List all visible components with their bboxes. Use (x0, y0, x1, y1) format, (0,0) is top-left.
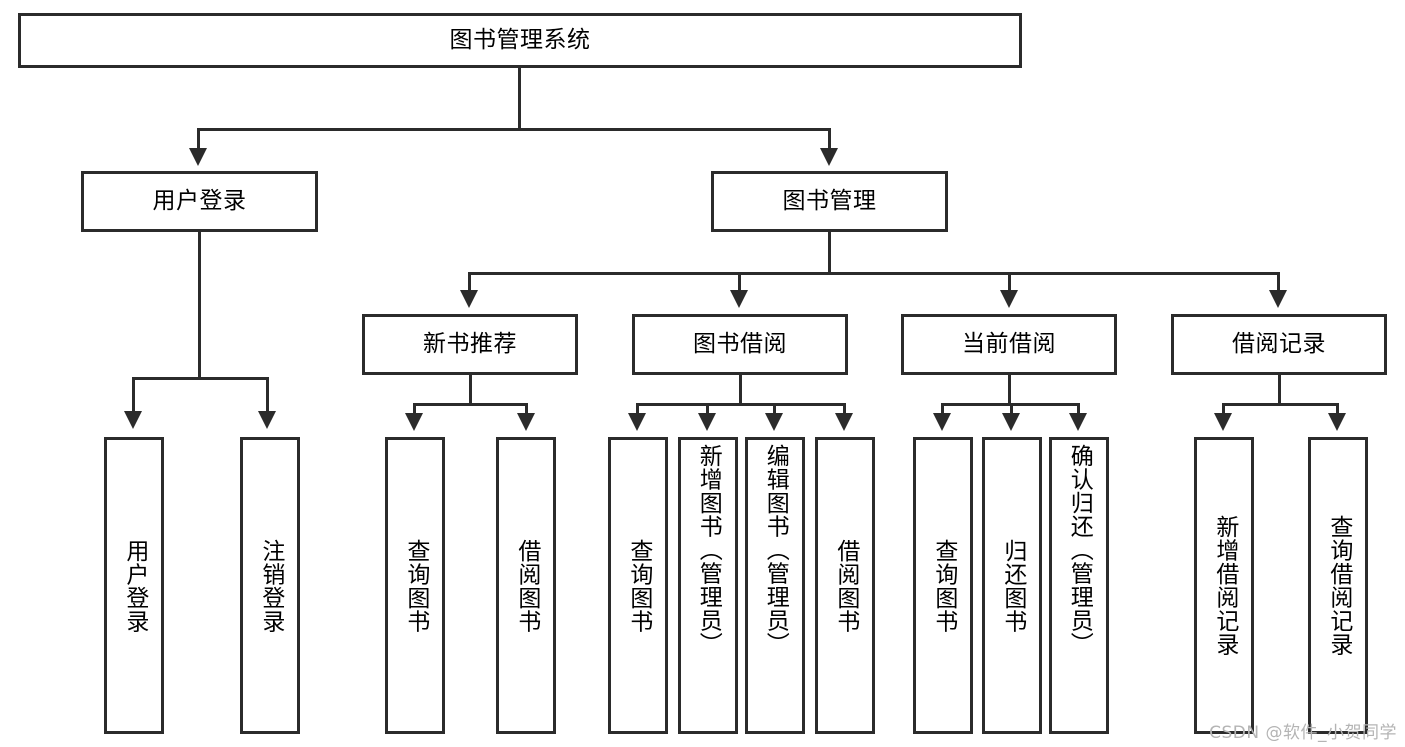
node-leaf-query-book-1[interactable]: 查询图书 (385, 437, 445, 734)
connector-book-manage-drop-3 (1008, 272, 1011, 292)
node-leaf-user-login[interactable]: 用户登录 (104, 437, 164, 734)
connector-book-borrow-drop-2 (706, 403, 709, 415)
arrowhead-leaf-logout-login (258, 411, 276, 429)
connector-book-borrow-bus (636, 403, 846, 406)
arrowhead-leaf-borrow-book-1 (517, 413, 535, 431)
connector-current-borrow-drop-3 (1077, 403, 1080, 415)
connector-book-borrow-drop-1 (636, 403, 639, 415)
connector-user-login-stem (198, 232, 201, 380)
arrowhead-book-manage (820, 148, 838, 166)
node-book-manage[interactable]: 图书管理 (711, 171, 948, 232)
arrowhead-leaf-add-book (698, 413, 716, 431)
connector-book-manage-stem (828, 232, 831, 274)
arrowhead-current-borrow (1000, 290, 1018, 308)
arrowhead-leaf-query-record (1328, 413, 1346, 431)
connector-root-to-user-login (197, 128, 200, 150)
arrowhead-leaf-add-record (1214, 413, 1232, 431)
arrowhead-leaf-query-book-2 (628, 413, 646, 431)
connector-user-login-bus (132, 377, 269, 380)
node-leaf-add-record[interactable]: 新增借阅记录 (1194, 437, 1254, 734)
connector-book-borrow-drop-3 (773, 403, 776, 415)
connector-book-borrow-stem (739, 375, 742, 405)
arrowhead-user-login (189, 148, 207, 166)
arrowhead-borrow-record (1269, 290, 1287, 308)
connector-new-book-bus (413, 403, 528, 406)
connector-root-to-book-manage (828, 128, 831, 150)
node-root-system[interactable]: 图书管理系统 (18, 13, 1022, 68)
connector-root-bus (197, 128, 831, 131)
watermark-text: CSDN @软件_小贺同学 (1209, 723, 1397, 743)
node-leaf-confirm-return[interactable]: 确认归还（管理员） (1049, 437, 1109, 734)
node-borrow-record[interactable]: 借阅记录 (1171, 314, 1387, 375)
connector-borrow-record-drop-1 (1222, 403, 1225, 415)
node-leaf-query-record[interactable]: 查询借阅记录 (1308, 437, 1368, 734)
arrowhead-leaf-confirm-return (1069, 413, 1087, 431)
connector-borrow-record-bus (1222, 403, 1339, 406)
connector-new-book-drop-2 (525, 403, 528, 415)
node-leaf-add-book[interactable]: 新增图书（管理员） (678, 437, 738, 734)
connector-borrow-record-drop-2 (1336, 403, 1339, 415)
connector-new-book-stem (469, 375, 472, 405)
node-leaf-query-book-3[interactable]: 查询图书 (913, 437, 973, 734)
connector-new-book-drop-1 (413, 403, 416, 415)
arrowhead-leaf-query-book-3 (933, 413, 951, 431)
arrowhead-leaf-edit-book (765, 413, 783, 431)
connector-book-manage-bus (468, 272, 1280, 275)
arrowhead-new-book-recommend (460, 290, 478, 308)
arrowhead-leaf-user-login (124, 411, 142, 429)
connector-borrow-record-stem (1278, 375, 1281, 405)
connector-book-borrow-drop-4 (843, 403, 846, 415)
node-leaf-logout-login[interactable]: 注销登录 (240, 437, 300, 734)
arrowhead-leaf-query-book-1 (405, 413, 423, 431)
connector-book-manage-drop-2 (738, 272, 741, 292)
node-new-book-recommend[interactable]: 新书推荐 (362, 314, 578, 375)
node-leaf-borrow-book-2[interactable]: 借阅图书 (815, 437, 875, 734)
node-leaf-edit-book[interactable]: 编辑图书（管理员） (745, 437, 805, 734)
connector-book-manage-drop-4 (1277, 272, 1280, 292)
connector-current-borrow-stem (1008, 375, 1011, 405)
connector-current-borrow-drop-2 (1010, 403, 1013, 415)
node-leaf-borrow-book-1[interactable]: 借阅图书 (496, 437, 556, 734)
arrowhead-book-borrow (730, 290, 748, 308)
connector-book-manage-drop-1 (468, 272, 471, 292)
connector-user-login-drop-1 (132, 377, 135, 413)
node-current-borrow[interactable]: 当前借阅 (901, 314, 1117, 375)
node-user-login[interactable]: 用户登录 (81, 171, 318, 232)
connector-root-stem (518, 68, 521, 128)
node-leaf-query-book-2[interactable]: 查询图书 (608, 437, 668, 734)
arrowhead-leaf-return-book (1002, 413, 1020, 431)
connector-user-login-drop-2 (266, 377, 269, 413)
node-leaf-return-book[interactable]: 归还图书 (982, 437, 1042, 734)
node-book-borrow[interactable]: 图书借阅 (632, 314, 848, 375)
connector-current-borrow-drop-1 (941, 403, 944, 415)
arrowhead-leaf-borrow-book-2 (835, 413, 853, 431)
